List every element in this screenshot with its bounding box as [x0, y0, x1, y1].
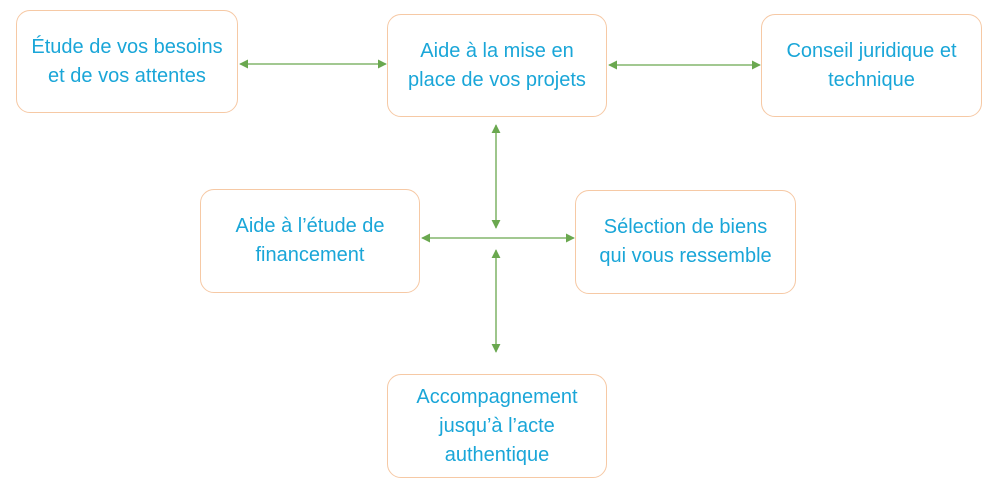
node-accompagnement-acte: Accompagnement jusqu’à l’acte authentiqu…: [387, 374, 607, 478]
node-label: Accompagnement jusqu’à l’acte authentiqu…: [416, 385, 578, 466]
node-label: Conseil juridique et technique: [786, 39, 957, 91]
node-mise-en-place-projets: Aide à la mise en place de vos projets: [387, 14, 607, 117]
node-label: Sélection de biens qui vous ressemble: [599, 216, 772, 267]
node-label: Aide à l’étude de financement: [235, 215, 385, 266]
node-etude-financement: Aide à l’étude de financement: [200, 189, 420, 293]
node-selection-biens: Sélection de biens qui vous ressemble: [575, 190, 796, 294]
node-etude-besoins: Étude de vos besoins et de vos attentes: [16, 10, 238, 113]
node-conseil-juridique: Conseil juridique et technique: [761, 14, 982, 117]
node-label: Étude de vos besoins et de vos attentes: [31, 35, 223, 87]
node-label: Aide à la mise en place de vos projets: [408, 39, 586, 91]
